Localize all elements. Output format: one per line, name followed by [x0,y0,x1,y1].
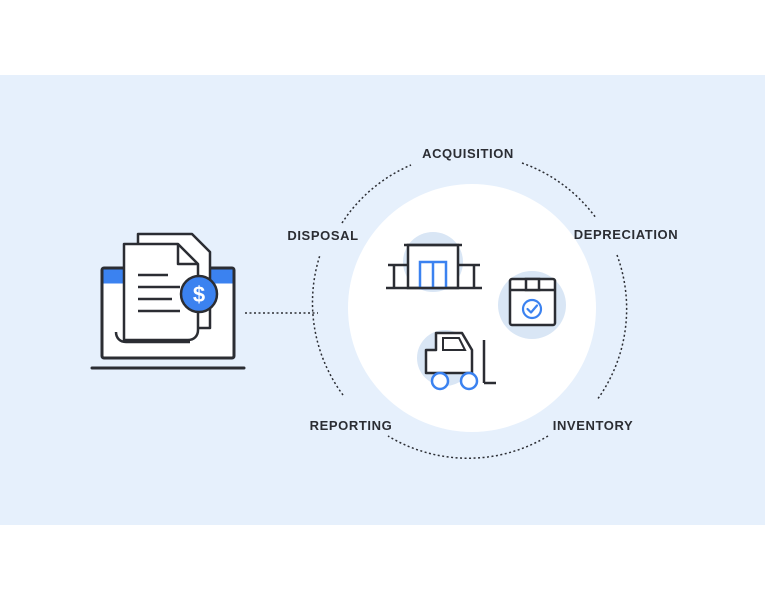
stage-label-reporting: REPORTING [310,418,393,433]
lifecycle-ring [311,162,628,459]
package-check-icon [498,271,566,339]
forklift-icon [417,330,496,391]
stage-label-disposal: DISPOSAL [287,228,358,243]
dollar-badge-icon: $ [179,274,219,314]
stage-label-inventory: INVENTORY [553,418,634,433]
invoice-laptop-icon [90,232,246,370]
warehouse-icon [386,232,482,292]
currency-symbol: $ [193,282,205,307]
stage-label-acquisition: ACQUISITION [422,146,514,161]
stage-label-depreciation: DEPRECIATION [574,227,678,242]
